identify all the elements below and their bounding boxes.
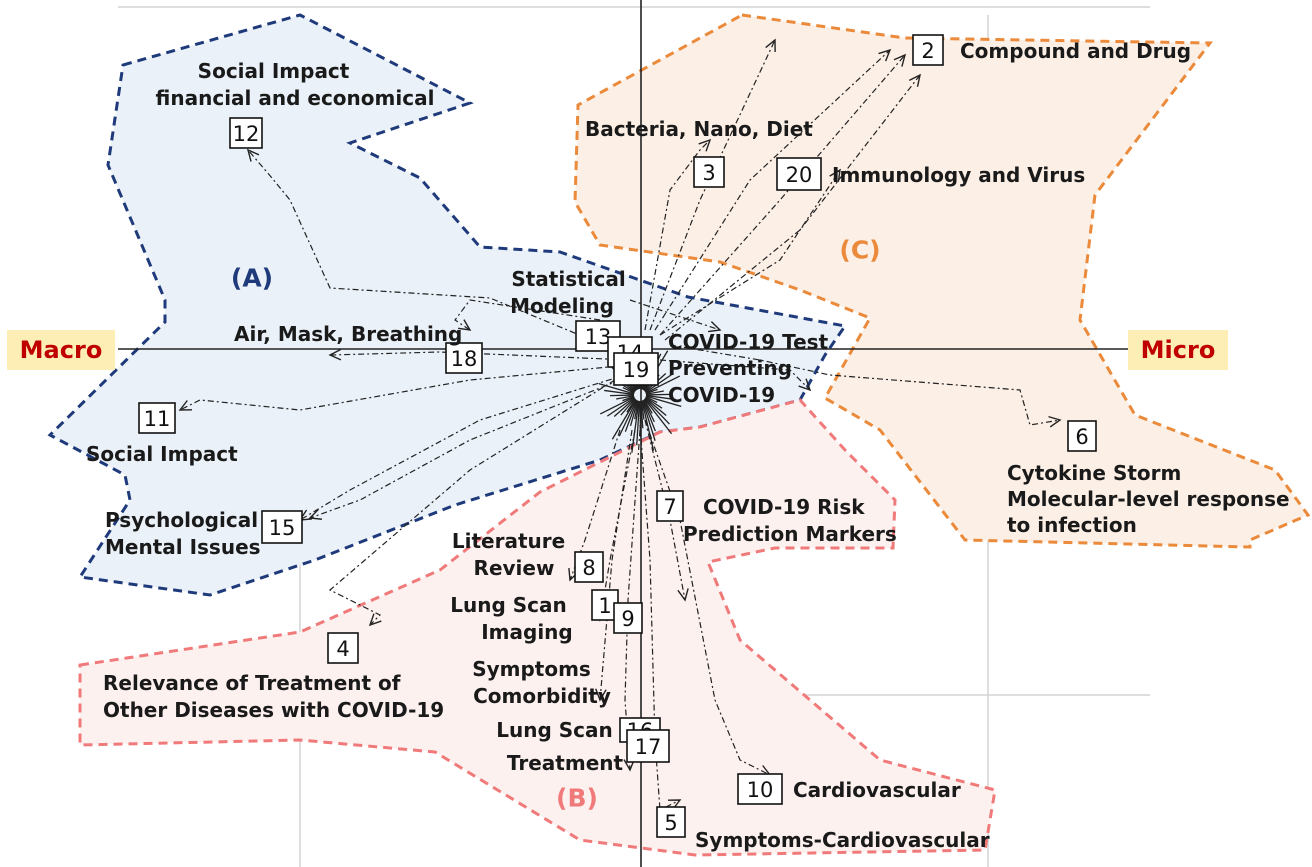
topic-17-box: 17	[626, 729, 670, 763]
topic-15-number: 15	[269, 516, 296, 540]
topic-10-label: Cardiovascular	[793, 778, 961, 802]
topic-17-label: Lung Scan Treatment	[496, 718, 623, 775]
region-a-label: (A)	[231, 264, 273, 293]
topic-13-label: Statistical Modeling	[510, 267, 633, 318]
trajectory-arrow	[299, 374, 626, 521]
arrowhead-icon	[698, 138, 712, 152]
topic-20-number: 20	[786, 163, 813, 187]
trajectory-arrow	[649, 39, 776, 331]
trajectory-arrow	[644, 419, 771, 776]
arrowhead-icon	[829, 168, 841, 182]
topic-18-number: 18	[451, 347, 478, 371]
topic-8-number: 8	[582, 556, 595, 580]
macro-label-bg	[7, 330, 115, 370]
trajectory-arrow	[179, 364, 631, 411]
region-b-boundary	[78, 398, 997, 857]
arrowhead-icon	[893, 53, 907, 67]
arrowhead-icon	[328, 348, 342, 361]
trajectory-arrow	[659, 359, 811, 391]
micro-label-bg	[1128, 330, 1228, 370]
trajectory-arrow	[624, 429, 641, 771]
topic-4-box: 4	[327, 632, 359, 664]
trajectory-arrow	[629, 299, 721, 331]
arrowhead-icon	[308, 508, 323, 520]
arrowhead-icon	[1048, 415, 1062, 428]
topic-4-number: 4	[336, 637, 349, 661]
topic-15-box: 15	[261, 510, 303, 544]
topic-18-label: Air, Mask, Breathing	[234, 322, 462, 346]
topic-2-number: 2	[921, 39, 934, 63]
topic-20-label: Immunology and Virus	[832, 163, 1085, 187]
arrowhead-icon	[798, 378, 812, 392]
topic-9-box: 9	[613, 602, 643, 634]
trajectory-arrow	[654, 49, 891, 331]
topic-boxes: 1223201318141911615781941617105	[138, 34, 1097, 838]
arrowhead-icon	[878, 48, 892, 62]
topic-12-number: 12	[233, 122, 260, 146]
topic-7-label: COVID-19 Risk Prediction Markers	[683, 495, 897, 546]
topic-11-box: 11	[138, 402, 176, 434]
topic-12-box: 12	[229, 117, 263, 149]
trajectory-arrow	[669, 344, 1061, 426]
topic-15-label: Psychological Mental Issues	[105, 508, 265, 559]
macro-axis-label: Macro	[20, 336, 103, 364]
topic-2-box: 2	[912, 34, 944, 66]
topic-16-label: Symptoms Comorbidity	[472, 657, 611, 708]
topic-7-number: 7	[663, 495, 676, 519]
topic-14-label: COVID-19 Test	[668, 330, 829, 354]
topic-6-number: 6	[1075, 425, 1088, 449]
topic-6-box: 6	[1067, 420, 1097, 452]
topic-19-number: 19	[623, 358, 650, 382]
topic-1-number: 1	[598, 594, 611, 618]
topic-20-box: 20	[776, 157, 822, 191]
topic-1-label: Lung Scan Imaging	[450, 593, 573, 644]
micro-axis-label: Micro	[1141, 336, 1216, 364]
arrowhead-icon	[368, 613, 382, 627]
topic-19-box: 19	[613, 352, 659, 386]
trajectory-arrow	[247, 149, 641, 361]
arrowhead-icon	[246, 148, 260, 162]
topic-3-box: 3	[693, 156, 725, 188]
arrowhead-icon	[708, 321, 722, 333]
trajectory-arrow	[454, 299, 601, 331]
topic-19-label: Preventing COVID-19	[668, 356, 799, 407]
trajectory-arrows	[178, 38, 1062, 811]
arrowhead-icon	[765, 38, 776, 53]
topic-10-box: 10	[737, 773, 783, 805]
topic-2-label: Compound and Drug	[960, 39, 1191, 63]
topic-5-box: 5	[656, 806, 686, 838]
region-c-label: (C)	[839, 236, 880, 265]
topic-3-number: 3	[702, 161, 715, 185]
trajectory-arrow	[659, 169, 841, 336]
trajectory-arrow	[644, 139, 711, 331]
region-b-label: (B)	[556, 784, 598, 813]
arrowhead-icon	[908, 73, 921, 87]
topic-7-box: 7	[656, 490, 684, 522]
trajectory-arrow	[328, 379, 616, 626]
topic-8-box: 8	[574, 551, 604, 583]
arrowhead-icon	[677, 588, 689, 602]
topic-8-label: Literature Review	[452, 529, 572, 580]
topic-12-label: Social Impact financial and economical	[156, 59, 435, 110]
arrowhead-icon	[458, 319, 472, 331]
topic-17-number: 17	[635, 735, 662, 759]
trajectory-arrow	[309, 379, 621, 519]
topic-9-number: 9	[621, 607, 634, 631]
topic-3-label: Bacteria, Nano, Diet	[585, 117, 813, 141]
topic-13-number: 13	[585, 325, 612, 349]
arrowhead-icon	[595, 688, 607, 702]
topic-4-label: Relevance of Treatment of Other Diseases…	[103, 671, 444, 722]
topic-6-label: Cytokine Storm Molecular-level response …	[1007, 461, 1297, 537]
trajectory-arrow	[659, 54, 906, 336]
topic-5-number: 5	[664, 811, 677, 835]
trajectory-arrow	[599, 429, 633, 701]
topic-18-box: 18	[445, 342, 483, 374]
topic-10-number: 10	[747, 778, 774, 802]
topic-11-number: 11	[144, 407, 171, 431]
topic-5-label: Symptoms-Cardiovascular	[695, 828, 990, 852]
topic-11-label: Social Impact	[86, 442, 238, 466]
region-c-boundary	[573, 13, 1311, 549]
arrowhead-icon	[178, 400, 193, 411]
